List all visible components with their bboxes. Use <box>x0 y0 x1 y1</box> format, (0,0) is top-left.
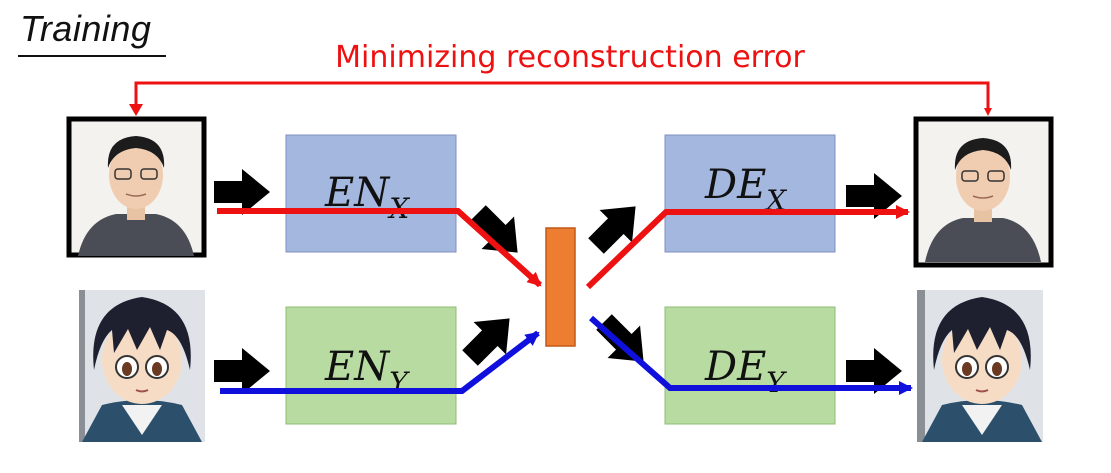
latent-code-bar <box>545 227 576 347</box>
path-x-encode <box>217 208 543 288</box>
arrow-encoder-x-to-latent-icon <box>461 196 534 269</box>
output-anime-y <box>917 290 1043 442</box>
path-y-encode <box>220 330 540 394</box>
arrow-input-y-to-encoder-icon <box>214 348 270 394</box>
arrow-encoder-y-to-latent-icon <box>453 302 526 375</box>
diagram-title: Training <box>20 8 152 49</box>
path-x-decode <box>585 205 910 290</box>
encoder-y-block <box>285 306 457 425</box>
title-underline <box>18 55 166 57</box>
decoder-x-block <box>664 134 836 253</box>
path-y-decode <box>589 315 913 395</box>
input-anime-y <box>79 290 205 442</box>
loss-caption: Minimizing reconstruction error <box>335 40 805 75</box>
anime-face-icon <box>922 297 1042 442</box>
input-photo-x <box>66 116 207 258</box>
photo-face-icon <box>925 138 1041 262</box>
loss-bracket-left-head <box>129 104 143 116</box>
decoder-y-block <box>664 306 836 425</box>
output-photo-x <box>913 116 1054 268</box>
arrow-latent-to-decoder-x-icon <box>579 190 652 263</box>
encoder-x-block <box>285 134 457 253</box>
decoder-x-label: DEX <box>704 162 787 217</box>
loss-bracket-line <box>134 81 992 116</box>
anime-face-icon <box>82 297 202 442</box>
photo-face-icon <box>78 136 194 256</box>
